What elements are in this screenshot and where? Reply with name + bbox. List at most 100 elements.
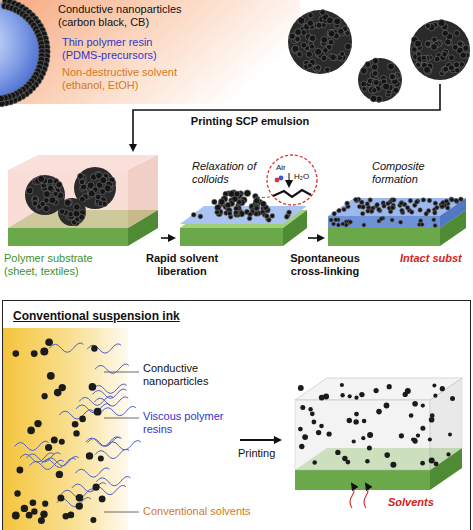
nanoparticle (448, 65, 454, 71)
nanoparticle (315, 48, 322, 55)
nanoparticle (362, 86, 367, 91)
nanoparticle (59, 439, 65, 445)
nanoparticle (340, 51, 345, 56)
suspension-ink (3, 328, 128, 530)
nanoparticle (26, 512, 33, 519)
nanoparticle (329, 218, 333, 222)
nanoparticle (408, 199, 412, 203)
nanoparticle (299, 444, 304, 449)
nanoparticle (72, 421, 79, 428)
nanoparticle (98, 455, 104, 461)
nanoparticle (372, 88, 377, 93)
emulsion-side (128, 155, 158, 228)
nanoparticle (463, 45, 469, 51)
nanoparticle (93, 484, 100, 491)
evaporation-arrow (350, 484, 354, 508)
panel-box: Conventional suspension ink (2, 300, 471, 530)
nanoparticle (332, 222, 336, 226)
nanoparticle (459, 62, 465, 68)
nanoparticle (315, 65, 320, 70)
nanoparticle (58, 198, 86, 226)
nanoparticle (389, 74, 395, 80)
nanoparticle (368, 198, 372, 202)
nanoparticle (375, 203, 379, 207)
nanoparticle (379, 217, 383, 221)
nanoparticle (442, 30, 448, 36)
nanoparticle (460, 52, 467, 59)
nanoparticle (287, 210, 292, 215)
polymer-chain (75, 468, 109, 477)
polymer-chain (20, 453, 54, 462)
nanoparticle (212, 199, 217, 204)
nanoparticle (410, 20, 470, 80)
nanoparticle (446, 452, 450, 456)
nanoparticle (424, 212, 428, 216)
nanoparticle (38, 517, 45, 524)
nanoparticle (370, 71, 377, 78)
polymer-chain (49, 343, 83, 352)
crosslink-chain (273, 190, 311, 197)
nanoparticle (102, 201, 107, 206)
nanoparticle (254, 198, 260, 204)
nanoparticle (307, 20, 314, 27)
nanoparticle (340, 393, 344, 397)
nanoparticle (386, 201, 390, 205)
resin-layer (180, 206, 307, 224)
nanoparticle (270, 214, 275, 219)
nanoparticle (56, 182, 62, 188)
nanoparticle (440, 205, 444, 209)
nanoparticle (365, 459, 370, 464)
nanoparticle (444, 199, 448, 203)
nanoparticle (431, 44, 438, 51)
nanoparticle (56, 471, 63, 478)
nanoparticle (300, 405, 305, 410)
nanoparticle (440, 386, 445, 391)
nanoparticle (353, 419, 358, 424)
nanoparticle (366, 209, 370, 213)
nanoparticle (295, 29, 302, 36)
nanoparticle (400, 208, 404, 212)
nanoparticle (43, 205, 50, 212)
nanoparticle (57, 495, 64, 502)
annotation-label: Air (276, 163, 296, 172)
nanoparticle (399, 201, 403, 205)
nanoparticle (44, 191, 51, 198)
nanoparticle (244, 190, 251, 197)
annotation-label: Non-destructive solvent (ethanol, EtOH) (62, 66, 190, 91)
nanoparticle (302, 434, 308, 440)
substrate-front (8, 228, 128, 246)
annotation-label: Intact subst (400, 252, 470, 265)
nanoparticle (367, 446, 372, 451)
nanoparticle (327, 17, 334, 24)
polymer-chain (59, 410, 93, 419)
nanoparticle (12, 512, 20, 520)
nanoparticle (42, 393, 48, 399)
nanoparticle (399, 433, 404, 438)
polymer-chain (45, 456, 79, 465)
evaporation-arrow (364, 484, 368, 508)
nanoparticle (320, 10, 326, 16)
nanoparticle (309, 35, 316, 42)
step-arrow (161, 237, 174, 239)
nanoparticle (361, 205, 365, 209)
nanoparticle (319, 424, 324, 429)
nanoparticle (414, 41, 421, 48)
nanoparticle (309, 44, 314, 49)
nanoparticle (34, 420, 41, 427)
nanoparticle (434, 56, 440, 62)
nanoparticle (316, 430, 321, 435)
nanoparticle (38, 176, 45, 183)
nanoparticle (365, 202, 369, 206)
nanoparticle (338, 28, 344, 34)
nanoparticle (59, 209, 65, 215)
nanoparticle (429, 417, 435, 423)
nanoparticle (21, 505, 28, 512)
nanoparticle (27, 427, 35, 435)
nanoparticle (100, 177, 107, 184)
nanoparticle (346, 460, 351, 465)
nanoparticle (301, 42, 307, 48)
annotation-label: Rapid solvent liberation (136, 252, 228, 277)
nanoparticle (13, 350, 20, 357)
annotation-label: Composite formation (372, 160, 467, 185)
nanoparticle (358, 58, 402, 102)
